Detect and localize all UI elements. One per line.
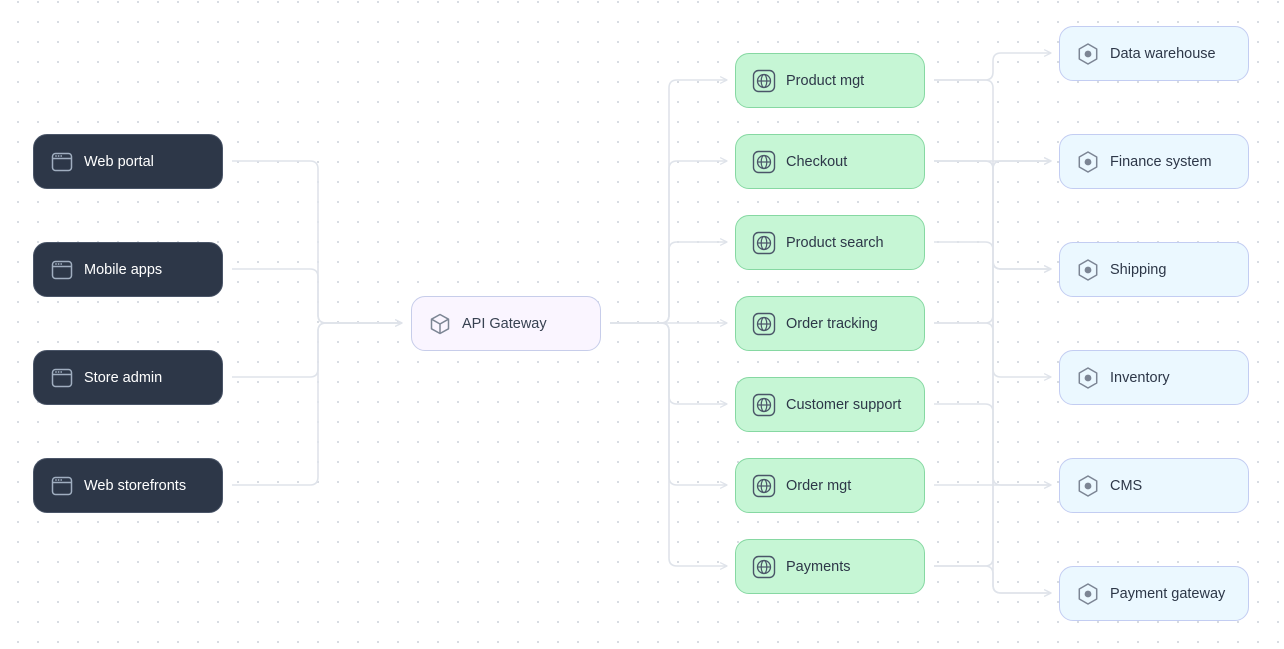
backend-label: Inventory — [1110, 369, 1170, 386]
gateway-label: API Gateway — [462, 315, 547, 332]
globe-icon — [752, 393, 776, 417]
backend-node-cms[interactable]: CMS — [1059, 458, 1249, 513]
edge-service-to-backend — [934, 241, 1052, 273]
backend-label: CMS — [1110, 477, 1143, 494]
edge-gateway-to-service — [610, 322, 728, 570]
backend-label: Finance system — [1110, 153, 1212, 170]
service-label: Payments — [786, 558, 851, 575]
client-label: Web storefronts — [84, 477, 187, 494]
globe-icon — [752, 150, 776, 174]
hexagon-icon — [1076, 150, 1100, 174]
hexagon-icon — [1076, 42, 1100, 66]
service-node-order-tracking[interactable]: Order tracking — [735, 296, 925, 351]
service-node-customer-support[interactable]: Customer support — [735, 377, 925, 432]
service-label: Order mgt — [786, 477, 852, 494]
client-label: Web portal — [84, 153, 154, 170]
browser-window-icon — [50, 474, 74, 498]
client-node-web-portal[interactable]: Web portal — [33, 134, 223, 189]
backend-label: Data warehouse — [1110, 45, 1216, 62]
edge-service-to-backend — [934, 322, 1052, 489]
edge-service-to-backend — [934, 49, 1052, 81]
hexagon-icon — [1076, 582, 1100, 606]
service-node-product-mgt[interactable]: Product mgt — [735, 53, 925, 108]
service-label: Order tracking — [786, 315, 878, 332]
hexagon-icon — [1076, 258, 1100, 282]
edge-service-to-backend — [934, 160, 1052, 381]
edge-gateway-to-service — [610, 322, 728, 408]
service-node-product-search[interactable]: Product search — [735, 215, 925, 270]
client-label: Mobile apps — [84, 261, 163, 278]
backend-label: Payment gateway — [1110, 585, 1226, 602]
service-node-checkout[interactable]: Checkout — [735, 134, 925, 189]
backend-node-finance-system[interactable]: Finance system — [1059, 134, 1249, 189]
service-label: Checkout — [786, 153, 848, 170]
edge-gateway-to-service — [610, 76, 728, 324]
browser-window-icon — [50, 150, 74, 174]
hexagon-icon — [1076, 474, 1100, 498]
service-label: Product search — [786, 234, 884, 251]
hexagon-icon — [1076, 366, 1100, 390]
browser-window-icon — [50, 258, 74, 282]
edge-service-to-backend — [934, 565, 1052, 597]
edge-service-to-backend — [934, 403, 1052, 597]
service-label: Customer support — [786, 396, 902, 413]
globe-icon — [752, 555, 776, 579]
edge-service-to-backend — [934, 157, 1052, 567]
service-node-order-mgt[interactable]: Order mgt — [735, 458, 925, 513]
globe-icon — [752, 474, 776, 498]
backend-node-data-warehouse[interactable]: Data warehouse — [1059, 26, 1249, 81]
edge-client-to-gateway — [232, 160, 402, 324]
edge-gateway-to-service — [610, 238, 728, 324]
edge-service-to-backend — [934, 157, 1052, 324]
backend-node-inventory[interactable]: Inventory — [1059, 350, 1249, 405]
service-node-payments[interactable]: Payments — [735, 539, 925, 594]
service-label: Product mgt — [786, 72, 865, 89]
edge-client-to-gateway — [232, 319, 403, 378]
backend-label: Shipping — [1110, 261, 1167, 278]
client-label: Store admin — [84, 369, 163, 386]
client-node-mobile-apps[interactable]: Mobile apps — [33, 242, 223, 297]
globe-icon — [752, 69, 776, 93]
browser-window-icon — [50, 366, 74, 390]
edge-client-to-gateway — [232, 322, 402, 486]
edge-gateway-to-service — [610, 322, 728, 489]
backend-node-shipping[interactable]: Shipping — [1059, 242, 1249, 297]
globe-icon — [752, 312, 776, 336]
edge-gateway-to-service — [610, 157, 728, 324]
cube-icon — [428, 312, 452, 336]
globe-icon — [752, 231, 776, 255]
gateway-node-api-gateway[interactable]: API Gateway — [411, 296, 601, 351]
edge-service-to-backend — [934, 160, 1052, 273]
edge-client-to-gateway — [232, 268, 403, 327]
client-node-web-storefronts[interactable]: Web storefronts — [33, 458, 223, 513]
backend-node-payment-gateway[interactable]: Payment gateway — [1059, 566, 1249, 621]
edge-service-to-backend — [934, 79, 1052, 273]
client-node-store-admin[interactable]: Store admin — [33, 350, 223, 405]
